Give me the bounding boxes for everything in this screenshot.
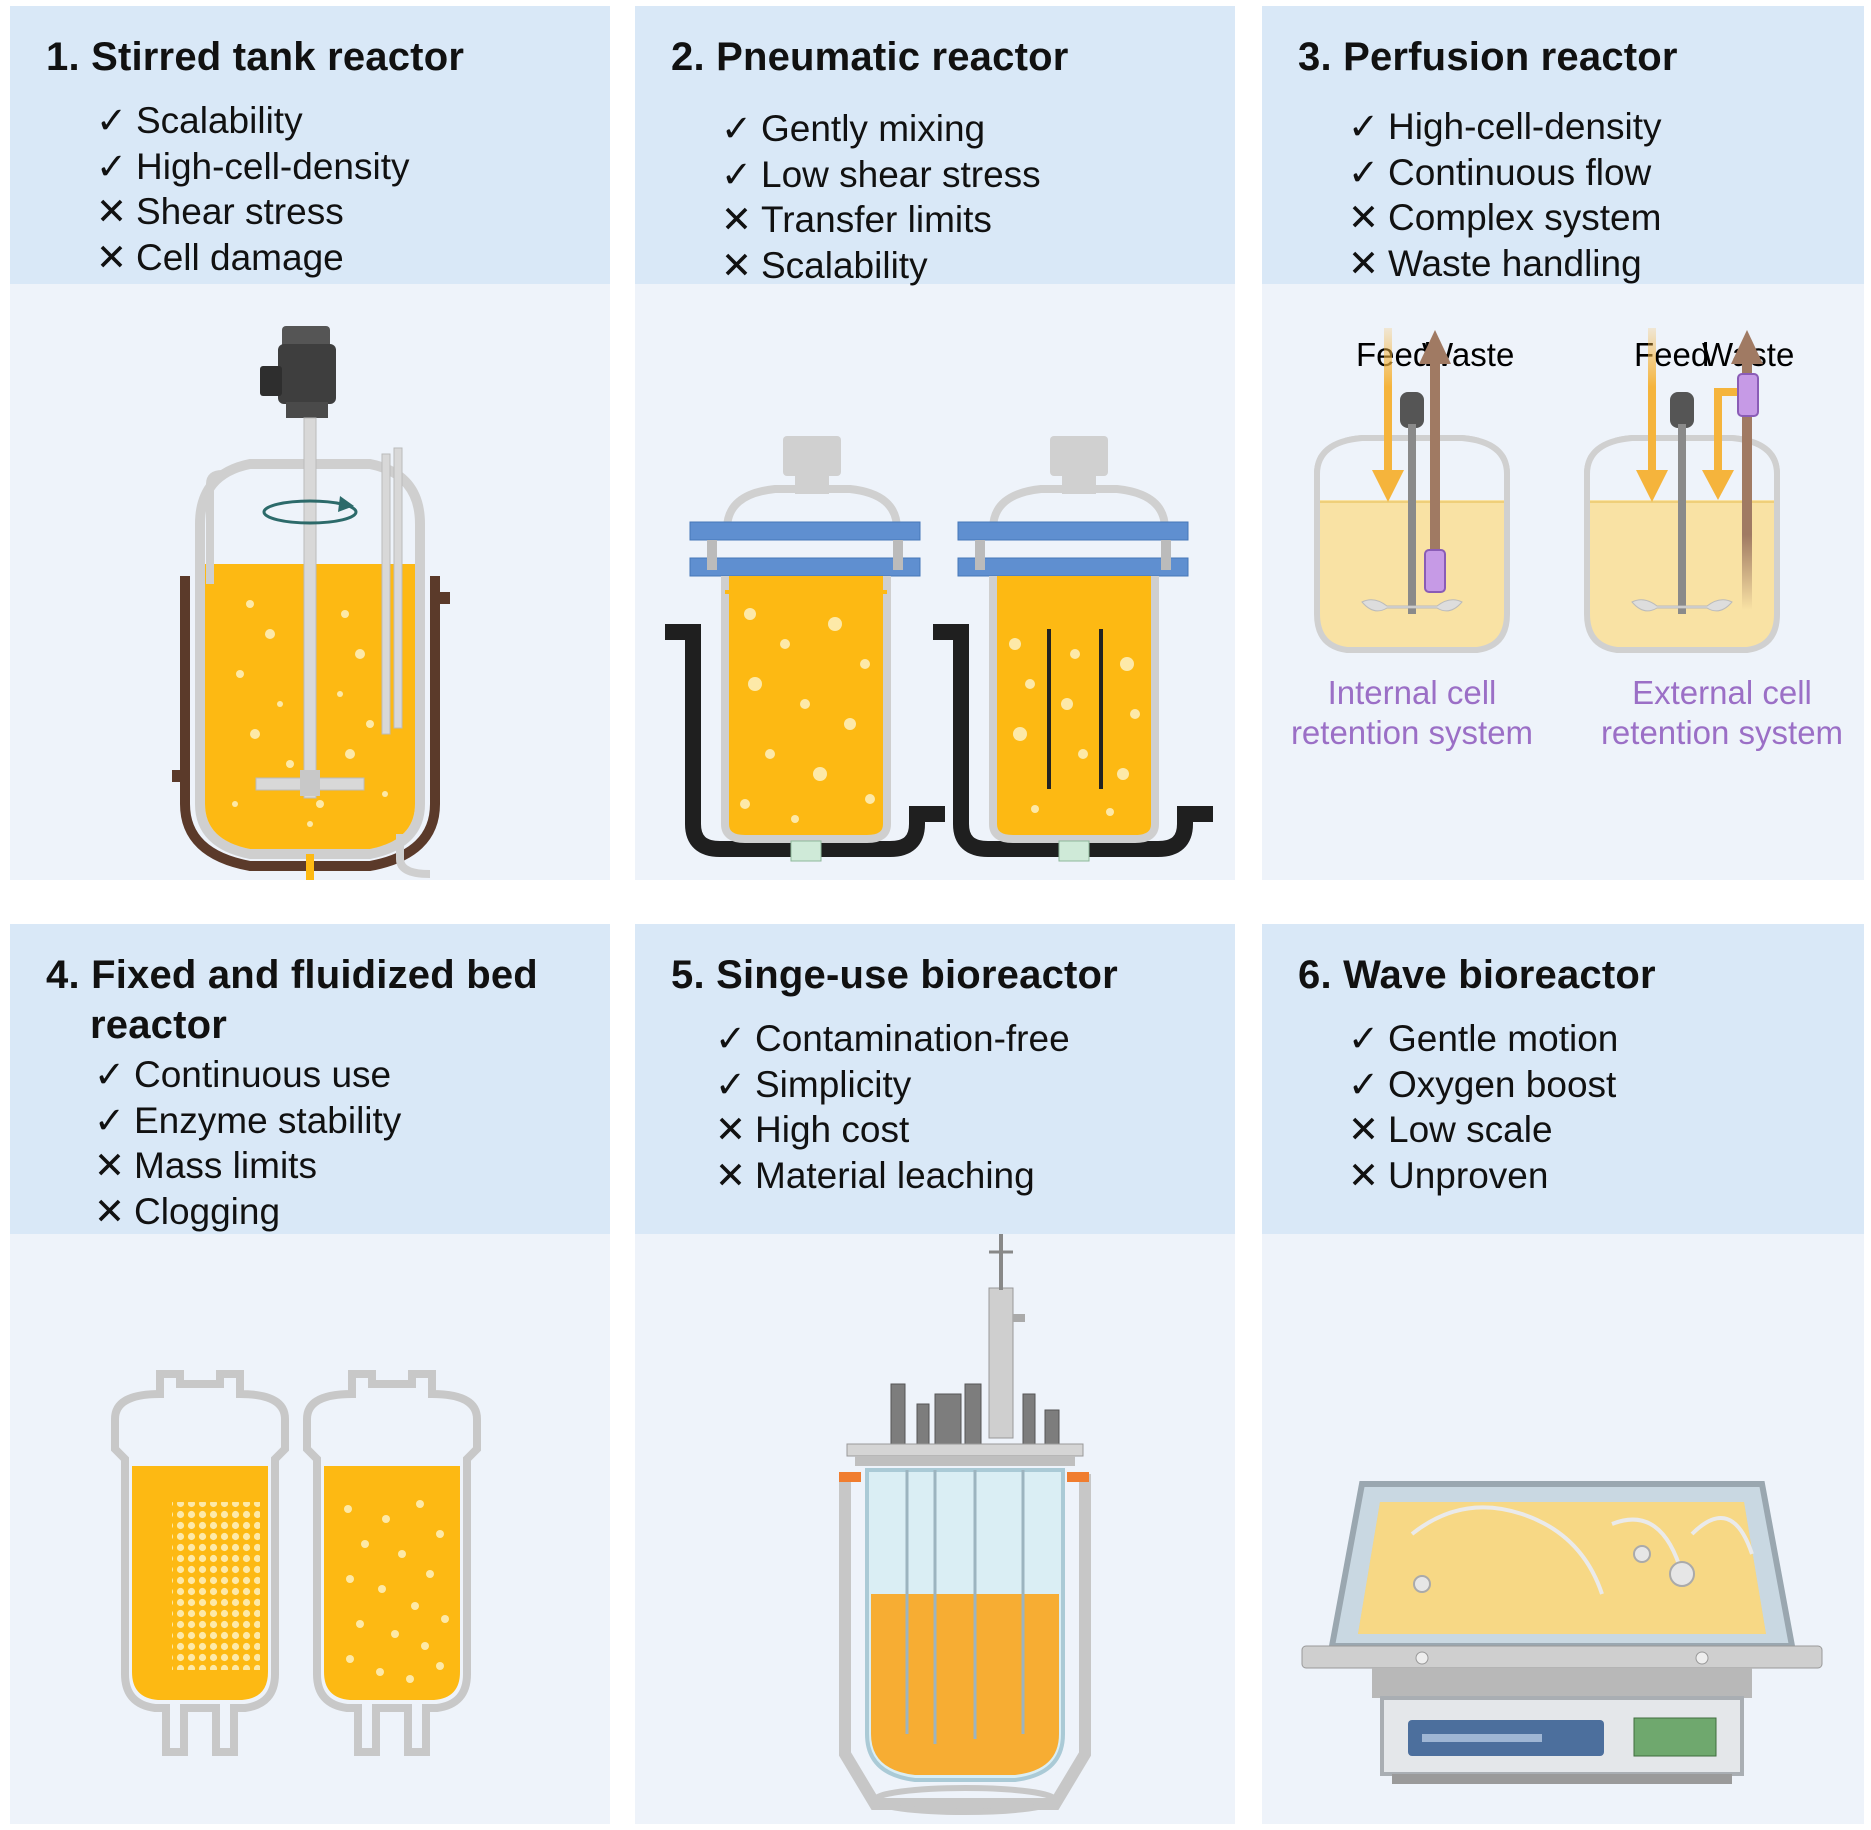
internal-retention-label: retention system xyxy=(1291,714,1533,751)
panel-pneumatic-reactor: 2. Pneumatic reactor ✓Gently mixing ✓Low… xyxy=(635,6,1235,880)
panel-header: 3. Perfusion reactor ✓High-cell-density … xyxy=(1262,6,1864,284)
perfusion-reactor-illustration: Feed Waste Feed Waste xyxy=(1291,328,1843,751)
check-icon: ✓ xyxy=(96,145,128,187)
feed-label: Feed xyxy=(1634,336,1709,373)
feature-item: ✕Scalability xyxy=(721,243,1041,289)
feature-item: ✓Gentle motion xyxy=(1348,1016,1618,1062)
internal-retention-label: Internal cell xyxy=(1328,674,1497,711)
check-icon: ✓ xyxy=(94,1054,126,1095)
feature-item: ✓Continuous use xyxy=(94,1052,401,1098)
cross-icon: ✕ xyxy=(96,236,128,278)
cross-icon: ✕ xyxy=(1348,197,1380,238)
feature-item: ✕Complex system xyxy=(1348,195,1662,241)
cross-icon: ✕ xyxy=(721,244,753,286)
cross-icon: ✕ xyxy=(94,1190,126,1232)
feature-item: ✓Gently mixing xyxy=(721,106,1041,152)
feature-list: ✓Gently mixing ✓Low shear stress ✕Transf… xyxy=(721,106,1041,288)
check-icon: ✓ xyxy=(715,1063,747,1105)
single-use-bioreactor-illustration xyxy=(839,1234,1091,1815)
check-icon: ✓ xyxy=(1348,151,1380,193)
motor-icon xyxy=(260,326,336,418)
cross-icon: ✕ xyxy=(94,1145,126,1186)
panel-title: 5. Singe-use bioreactor xyxy=(671,953,1118,997)
feature-item: ✓Continuous flow xyxy=(1348,150,1662,196)
pneumatic-reactor-illustration xyxy=(665,436,1213,862)
wave-bioreactor-illustration xyxy=(1301,1481,1823,1784)
external-retention-reactor xyxy=(1584,328,1780,653)
panel-title: 4. Fixed and fluidized bed reactor xyxy=(46,953,538,1047)
panel-header: 4. Fixed and fluidized bed reactor ✓Cont… xyxy=(10,924,610,1234)
bed-reactor-illustration xyxy=(111,1370,481,1756)
external-retention-label: retention system xyxy=(1601,714,1843,751)
check-icon: ✓ xyxy=(1348,106,1380,147)
feature-item: ✕Mass limits xyxy=(94,1143,401,1189)
feature-list: ✓High-cell-density ✓Continuous flow ✕Com… xyxy=(1348,104,1662,286)
internal-retention-reactor xyxy=(1314,328,1510,653)
fixed-bed-column xyxy=(111,1370,289,1756)
feature-item: ✕Shear stress xyxy=(96,189,410,235)
cross-icon: ✕ xyxy=(96,191,128,232)
check-icon: ✓ xyxy=(721,108,753,149)
panel-header: 2. Pneumatic reactor ✓Gently mixing ✓Low… xyxy=(635,6,1235,286)
rotation-icon xyxy=(262,499,358,525)
panel-stirred-tank-reactor: 1. Stirred tank reactor ✓Scalability ✓Hi… xyxy=(10,6,610,880)
bubble-column-reactor xyxy=(665,436,945,862)
check-icon: ✓ xyxy=(721,153,753,195)
feature-item: ✕Waste handling xyxy=(1348,241,1662,287)
check-icon: ✓ xyxy=(715,1018,747,1059)
check-icon: ✓ xyxy=(1348,1018,1380,1059)
cross-icon: ✕ xyxy=(1348,1154,1380,1196)
feed-label: Feed xyxy=(1356,336,1431,373)
feature-list: ✓Contamination-free ✓Simplicity ✕High co… xyxy=(715,1016,1070,1198)
check-icon: ✓ xyxy=(96,100,128,141)
panel-title: 6. Wave bioreactor xyxy=(1298,953,1656,997)
check-icon: ✓ xyxy=(1348,1063,1380,1105)
feature-item: ✓High-cell-density xyxy=(1348,104,1662,150)
panel-title: 1. Stirred tank reactor xyxy=(46,35,465,79)
feature-item: ✕Unproven xyxy=(1348,1153,1618,1199)
feature-item: ✕Material leaching xyxy=(715,1153,1070,1199)
feature-list: ✓Gentle motion ✓Oxygen boost ✕Low scale … xyxy=(1348,1016,1618,1198)
feature-item: ✕High cost xyxy=(715,1107,1070,1153)
check-icon: ✓ xyxy=(94,1099,126,1141)
feature-item: ✓Oxygen boost xyxy=(1348,1062,1618,1108)
panel-wave-bioreactor: 6. Wave bioreactor ✓Gentle motion ✓Oxyge… xyxy=(1262,924,1864,1824)
feature-item: ✓Scalability xyxy=(96,98,410,144)
feature-item: ✓High-cell-density xyxy=(96,144,410,190)
cross-icon: ✕ xyxy=(715,1154,747,1196)
feature-list: ✓Scalability ✓High-cell-density ✕Shear s… xyxy=(96,98,410,280)
feature-item: ✕Clogging xyxy=(94,1189,401,1235)
fluidized-bed-column xyxy=(303,1370,481,1756)
panel-perfusion-reactor: 3. Perfusion reactor ✓High-cell-density … xyxy=(1262,6,1864,880)
panel-title: 2. Pneumatic reactor xyxy=(671,35,1069,79)
feature-item: ✕Cell damage xyxy=(96,235,410,281)
feature-item: ✕Low scale xyxy=(1348,1107,1618,1153)
panel-header: 6. Wave bioreactor ✓Gentle motion ✓Oxyge… xyxy=(1262,924,1864,1234)
airlift-reactor xyxy=(933,436,1213,862)
feature-item: ✓Enzyme stability xyxy=(94,1098,401,1144)
panel-header: 1. Stirred tank reactor ✓Scalability ✓Hi… xyxy=(10,6,610,284)
panel-single-use-bioreactor: 5. Singe-use bioreactor ✓Contamination-f… xyxy=(635,924,1235,1824)
feature-item: ✓Low shear stress xyxy=(721,152,1041,198)
feature-item: ✓Contamination-free xyxy=(715,1016,1070,1062)
feature-list: ✓Continuous use ✓Enzyme stability ✕Mass … xyxy=(94,1052,401,1234)
panel-title: 3. Perfusion reactor xyxy=(1298,35,1678,79)
cross-icon: ✕ xyxy=(721,199,753,240)
cross-icon: ✕ xyxy=(715,1109,747,1150)
feature-item: ✓Simplicity xyxy=(715,1062,1070,1108)
bubbles xyxy=(232,600,388,827)
panel-header: 5. Singe-use bioreactor ✓Contamination-f… xyxy=(635,924,1235,1234)
external-retention-label: External cell xyxy=(1632,674,1812,711)
feature-item: ✕Transfer limits xyxy=(721,197,1041,243)
cross-icon: ✕ xyxy=(1348,242,1380,284)
stirred-tank-illustration xyxy=(172,326,450,880)
panel-fixed-fluidized-bed-reactor: 4. Fixed and fluidized bed reactor ✓Cont… xyxy=(10,924,610,1824)
cross-icon: ✕ xyxy=(1348,1109,1380,1150)
